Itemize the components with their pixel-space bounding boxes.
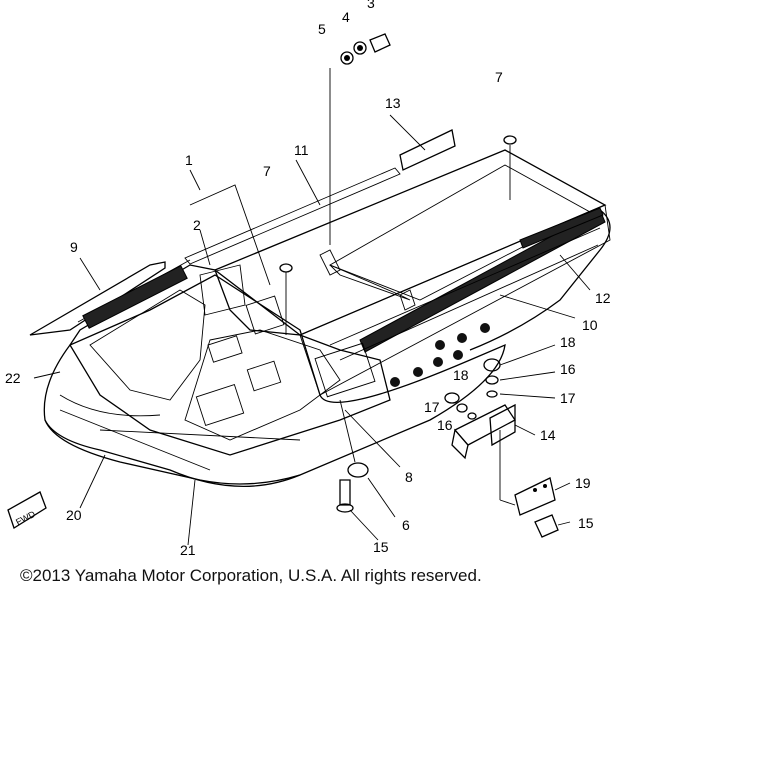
- hardware-parts: [7, 33, 559, 538]
- callout-4: 4: [342, 9, 350, 25]
- leader-lines: [33, 114, 591, 546]
- callout-21: 21: [180, 542, 196, 558]
- callout-18a: 18: [560, 334, 576, 350]
- chassis-frame: [29, 129, 611, 487]
- callout-17a: 17: [560, 390, 576, 406]
- callout-7b: 7: [263, 163, 271, 179]
- callout-13: 13: [385, 95, 401, 111]
- callout-17b: 17: [424, 399, 440, 415]
- callout-14: 14: [540, 427, 556, 443]
- callout-20: 20: [66, 507, 82, 523]
- callout-18b: 18: [453, 367, 469, 383]
- callout-3: 3: [367, 0, 375, 11]
- callout-12: 12: [595, 290, 611, 306]
- callout-8: 8: [405, 469, 413, 485]
- callout-5: 5: [318, 21, 326, 37]
- callout-7a: 7: [495, 69, 503, 85]
- callout-9: 9: [70, 239, 78, 255]
- copyright-notice: ©2013 Yamaha Motor Corporation, U.S.A. A…: [20, 566, 482, 585]
- callout-10: 10: [582, 317, 598, 333]
- fwd-badge-label: FWD: [14, 509, 37, 528]
- callout-11: 11: [294, 142, 309, 158]
- callout-19: 19: [575, 475, 591, 491]
- callout-22: 22: [5, 370, 21, 386]
- callout-1: 1: [185, 152, 193, 168]
- parts-diagram: 3 4 5 7 13 1 11 7 2 9 12 10 22 18 16 17 …: [5, 0, 611, 558]
- callout-6: 6: [402, 517, 410, 533]
- callout-16a: 16: [560, 361, 576, 377]
- callout-16b: 16: [437, 417, 453, 433]
- callout-2: 2: [193, 217, 201, 233]
- callout-15a: 15: [578, 515, 594, 531]
- callout-15b: 15: [373, 539, 389, 555]
